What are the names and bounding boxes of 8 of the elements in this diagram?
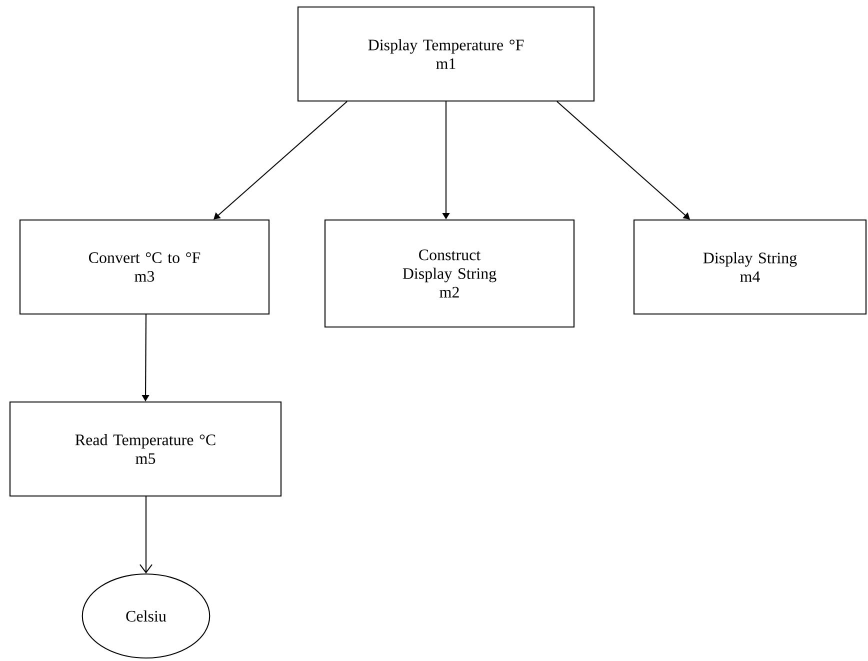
process-box: Convert °C to °F m3: [19, 219, 270, 315]
arrow: [214, 101, 348, 220]
arrow: [140, 496, 152, 574]
process-box: Display String m4: [633, 219, 867, 315]
arrow: [556, 101, 690, 220]
process-box: Display Temperature °F m1: [297, 6, 595, 102]
process-box: Construct Display String m2: [324, 219, 575, 328]
process-box: Read Temperature °C m5: [9, 401, 282, 497]
